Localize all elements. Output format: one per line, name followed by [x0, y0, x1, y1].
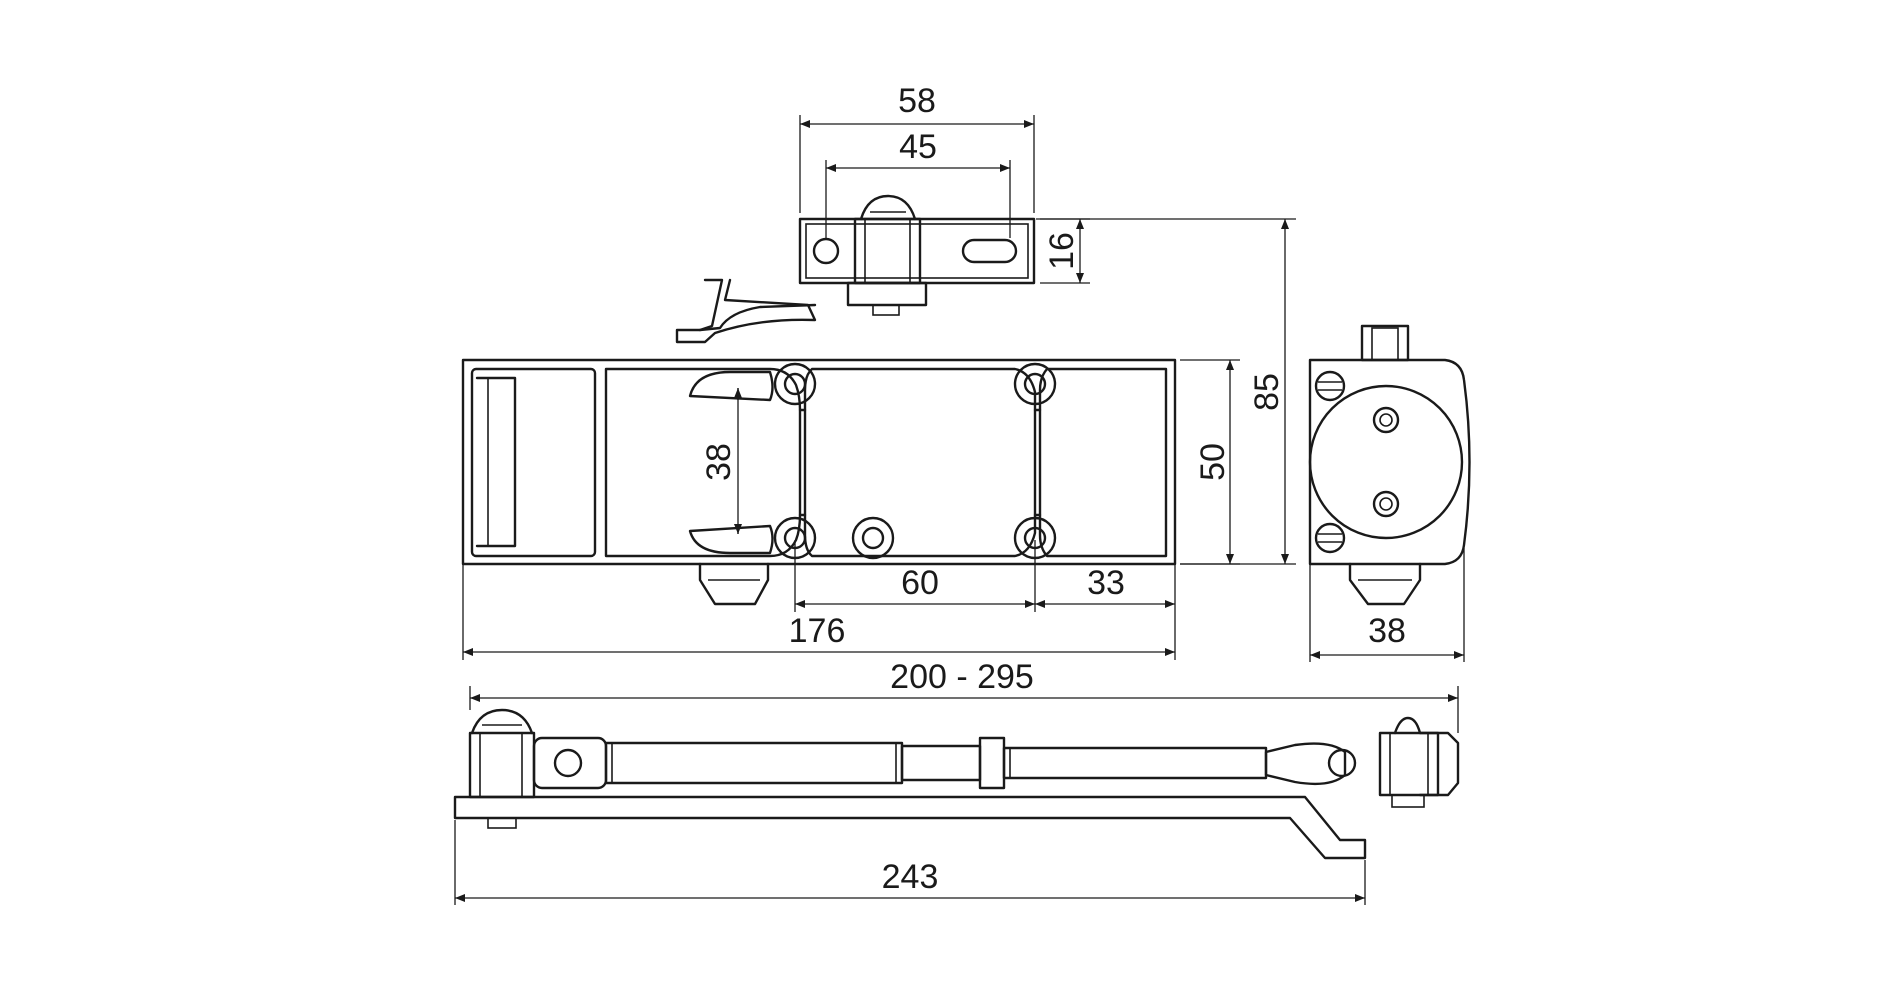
- dim-label-33: 33: [1087, 564, 1125, 602]
- mounting-hole: [773, 362, 817, 406]
- dim-label-58: 58: [898, 82, 936, 120]
- mounting-hole: [1013, 362, 1057, 406]
- mounting-hole: [851, 516, 895, 560]
- closer-side-view: [1308, 324, 1471, 606]
- dim-label-85: 85: [1248, 373, 1286, 411]
- dim-label-243: 243: [882, 858, 939, 896]
- dimension-labels: 58 45 16 85 50 38 60 33 176 38 200 - 295…: [700, 82, 1406, 896]
- dim-label-176: 176: [789, 612, 846, 650]
- closer-body-front-view: [461, 358, 1177, 606]
- dim-label-16: 16: [1043, 232, 1081, 270]
- dimension-lines: [454, 115, 1465, 905]
- dim-label-38-body-width: 38: [1368, 612, 1406, 650]
- dim-label-60: 60: [901, 564, 939, 602]
- dim-label-200-295: 200 - 295: [890, 658, 1034, 696]
- dim-label-45: 45: [899, 128, 937, 166]
- arm-shoe-top-view: [675, 194, 1036, 344]
- dim-label-38-hole-spacing: 38: [700, 443, 738, 481]
- dim-label-50: 50: [1194, 443, 1232, 481]
- arm-assembly-bottom-view: [453, 708, 1460, 860]
